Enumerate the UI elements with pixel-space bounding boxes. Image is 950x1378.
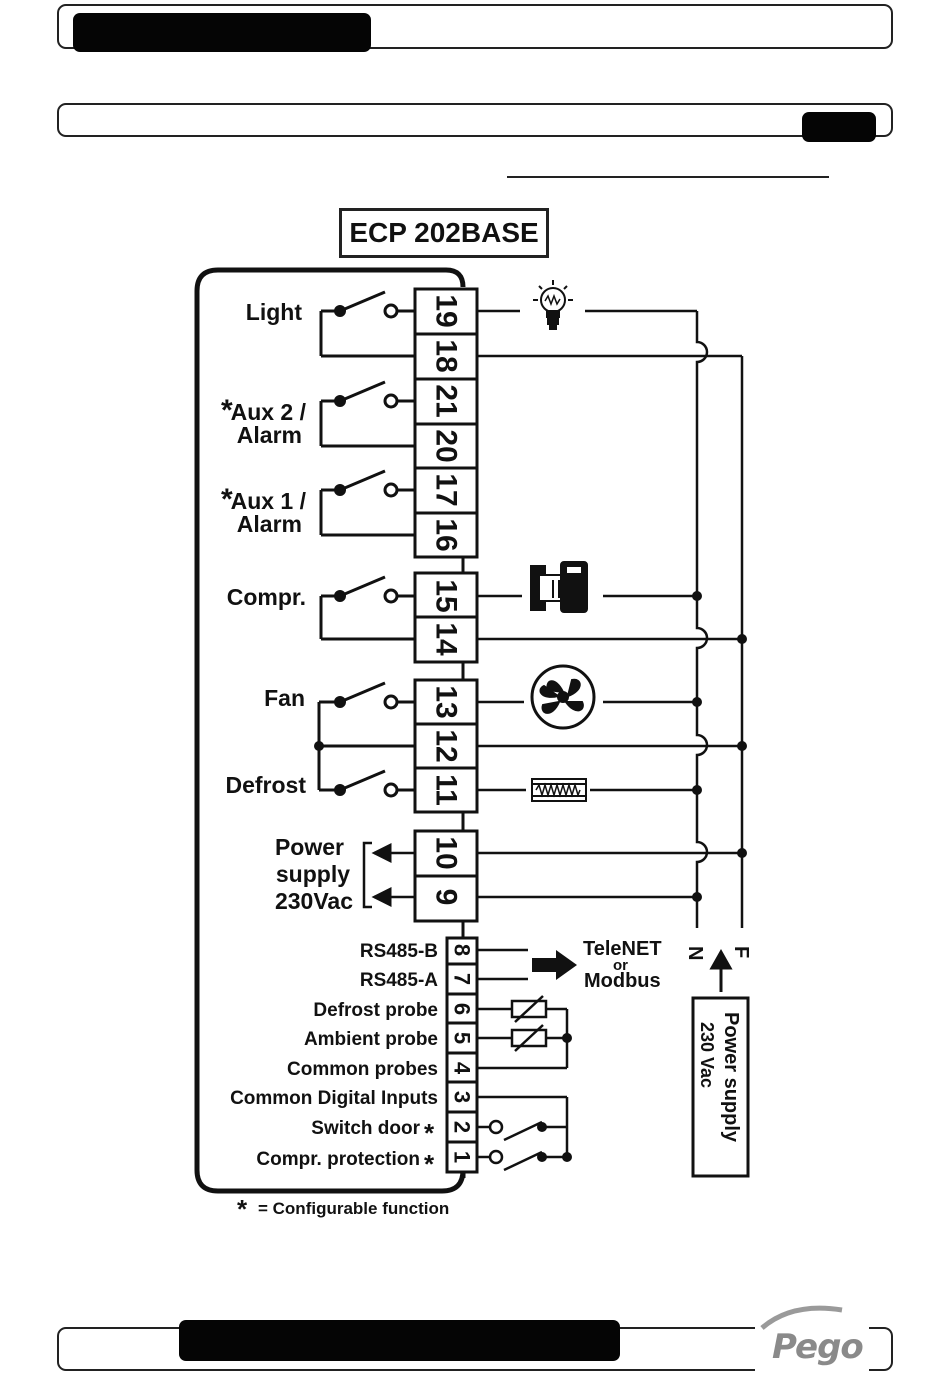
relay-contact xyxy=(319,469,415,537)
section-page-tab xyxy=(802,112,876,142)
label-aux1-line1: Aux 1 / xyxy=(231,488,307,514)
label-power-line1: Power xyxy=(275,834,344,860)
terminal-number: 14 xyxy=(430,622,463,656)
terminal-number: 9 xyxy=(430,889,463,906)
terminal-number: 13 xyxy=(430,685,463,718)
label-ambient-probe: Ambient probe xyxy=(304,1029,438,1050)
terminal-number: 15 xyxy=(430,579,463,612)
logo-backdrop xyxy=(755,1318,869,1372)
terminal-number: 19 xyxy=(430,294,463,327)
header-title-bar xyxy=(73,13,371,52)
terminal-number: 21 xyxy=(430,384,463,417)
section-underline xyxy=(507,176,829,178)
terminal-number-small: 2 xyxy=(450,1121,475,1133)
terminal-number: 10 xyxy=(430,836,463,869)
terminal-number-small: 1 xyxy=(450,1151,475,1163)
label-defrost: Defrost xyxy=(225,772,306,798)
terminal-number-small: 6 xyxy=(450,1003,475,1015)
power-supply-box-line1: Power supply xyxy=(720,1012,742,1143)
brand-logo: Pego xyxy=(772,1327,864,1367)
label-aux2-line2: Alarm xyxy=(237,422,302,448)
terminal-number: 17 xyxy=(430,473,463,506)
brand-swoosh-icon xyxy=(760,1305,843,1330)
f-line-label: F xyxy=(730,946,752,958)
label-fan: Fan xyxy=(264,685,305,711)
section-frame xyxy=(57,103,893,137)
controller-outline xyxy=(194,267,466,1194)
compressor-icon xyxy=(530,561,588,613)
label-common-probes: Common probes xyxy=(287,1059,438,1080)
n-line-label: N xyxy=(684,946,706,960)
terminal-number: 16 xyxy=(430,518,463,551)
label-common-di: Common Digital Inputs xyxy=(230,1088,438,1109)
label-compr: Compr. xyxy=(227,584,306,610)
heater-icon xyxy=(531,778,587,802)
terminal-number-small: 5 xyxy=(450,1032,475,1044)
relay-contact xyxy=(319,290,415,358)
power-supply-arrow xyxy=(709,948,733,992)
footer-title-bar xyxy=(179,1320,620,1361)
label-compr-protection: Compr. protection xyxy=(256,1149,420,1170)
terminal-number: 11 xyxy=(430,774,463,806)
label-aux1-line2: Alarm xyxy=(237,511,302,537)
label-switch-door: Switch door xyxy=(311,1118,420,1139)
label-defrost-probe: Defrost probe xyxy=(313,1000,438,1021)
asterisk-footnote: * xyxy=(237,1194,248,1224)
header-frame xyxy=(57,4,893,49)
asterisk-switch-door: * xyxy=(424,1118,435,1148)
label-power-line3: 230Vac xyxy=(275,888,353,914)
relay-contact xyxy=(319,575,415,641)
terminal-number-small: 7 xyxy=(450,973,475,985)
comms-arrow xyxy=(532,950,577,980)
model-label: ECP 202BASE xyxy=(339,208,549,258)
relay-contact xyxy=(319,380,415,448)
asterisk-aux2: * xyxy=(221,394,233,427)
label-aux2-line1: Aux 2 / xyxy=(231,399,307,425)
comms-line3: Modbus xyxy=(584,970,661,992)
power-supply-box-line2: 230 Vac xyxy=(697,1022,717,1088)
asterisk-aux1: * xyxy=(221,483,233,516)
light-bulb-icon xyxy=(533,280,573,330)
terminal-block-small xyxy=(445,936,479,1174)
label-rs485a: RS485-A xyxy=(360,970,438,991)
label-light: Light xyxy=(246,299,303,325)
label-power-line2: supply xyxy=(276,861,350,887)
digital-inputs-wiring xyxy=(477,1095,569,1172)
terminal-number-small: 3 xyxy=(450,1091,475,1103)
terminal-number-small: 4 xyxy=(450,1062,475,1075)
power-supply-box xyxy=(691,996,750,1178)
relay-contact xyxy=(317,744,415,798)
footnote: = Configurable function xyxy=(258,1199,449,1218)
fan-icon xyxy=(530,664,596,730)
label-rs485b: RS485-B xyxy=(360,941,438,962)
relay-contact xyxy=(317,681,415,748)
asterisk-compr-protection: * xyxy=(424,1149,435,1179)
comms-line1: TeleNET xyxy=(583,938,662,960)
terminal-number-small: 8 xyxy=(450,944,475,956)
terminal-number: 12 xyxy=(430,729,463,762)
terminal-number: 18 xyxy=(430,339,463,372)
probes-wiring xyxy=(477,995,569,1070)
comms-line2: or xyxy=(613,957,628,974)
terminal-number: 20 xyxy=(430,429,463,462)
